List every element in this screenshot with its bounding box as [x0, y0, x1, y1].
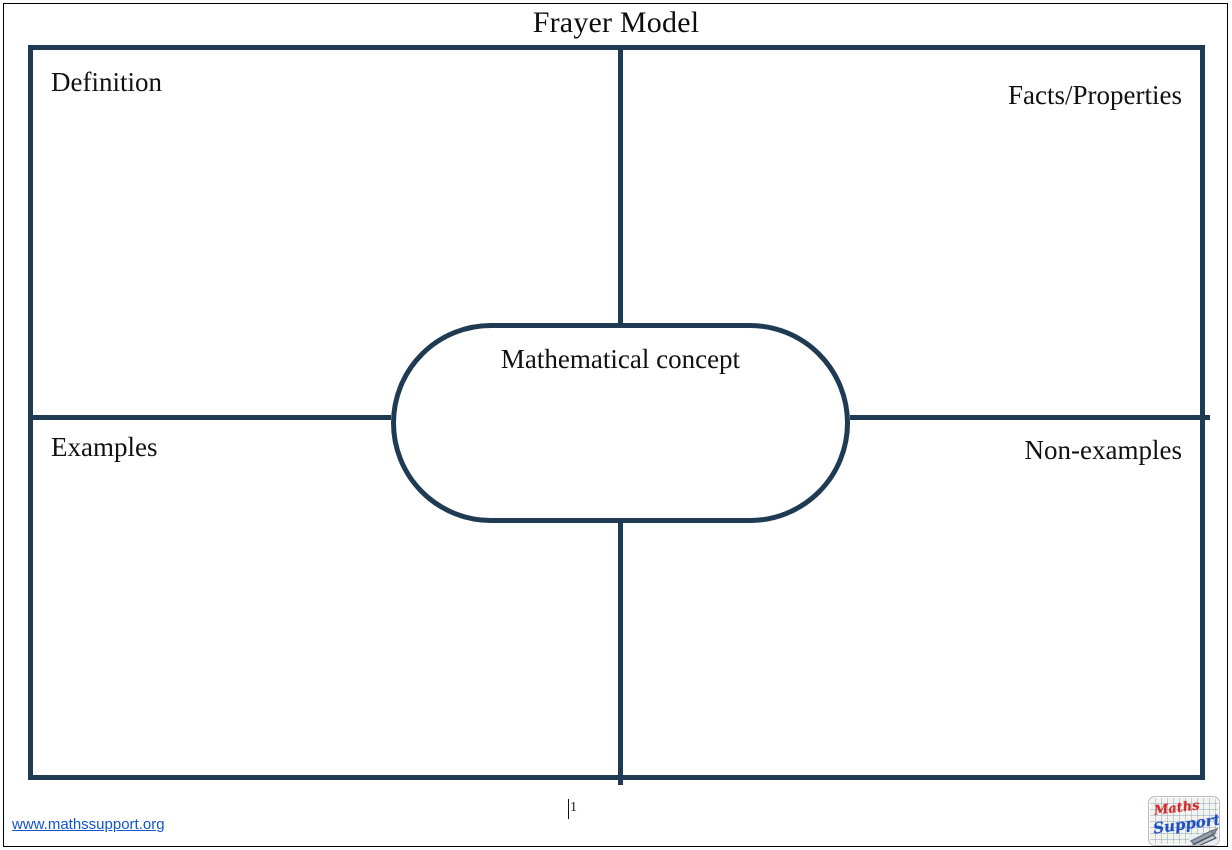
quadrant-label-definition: Definition: [51, 67, 162, 97]
quadrant-label-non-examples: Non-examples: [1024, 435, 1182, 465]
page-number: 1: [570, 800, 577, 815]
website-link[interactable]: www.mathssupport.org: [12, 816, 165, 833]
quadrant-label-examples: Examples: [51, 432, 158, 462]
divider-horizontal-right: [850, 415, 1210, 420]
pens-icon: [1189, 827, 1219, 845]
frayer-model-diagram: Definition Facts/Properties Examples Non…: [28, 45, 1210, 785]
text-cursor: [568, 799, 569, 819]
maths-support-logo: Maths Support: [1148, 796, 1220, 846]
page-title: Frayer Model: [532, 6, 700, 39]
divider-horizontal-left: [33, 415, 391, 420]
quadrant-label-facts-properties: Facts/Properties: [1008, 80, 1182, 110]
divider-vertical-top: [618, 50, 623, 323]
concept-oval: Mathematical concept: [391, 323, 850, 523]
divider-vertical-bottom: [618, 523, 623, 785]
concept-oval-label: Mathematical concept: [500, 344, 741, 374]
